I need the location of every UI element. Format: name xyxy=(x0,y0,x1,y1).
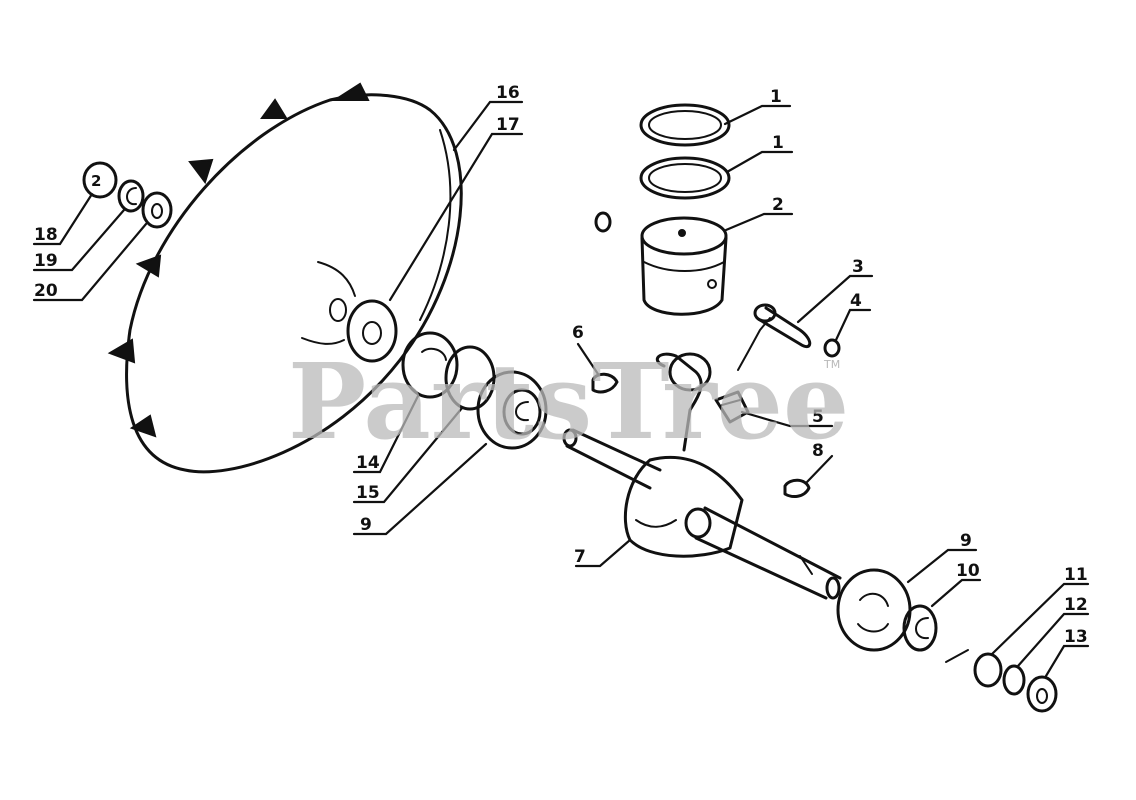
callout-20: 20 xyxy=(34,281,58,301)
callout-13: 13 xyxy=(1064,627,1088,647)
callout-3: 3 xyxy=(852,257,864,277)
right-bearing xyxy=(836,568,969,663)
callout-8: 8 xyxy=(812,441,824,461)
callout-12: 12 xyxy=(1064,595,1088,615)
callout-9-left: 9 xyxy=(360,515,372,535)
callout-14: 14 xyxy=(356,453,380,473)
callout-11: 11 xyxy=(1064,565,1088,585)
watermark-trademark: TM xyxy=(823,358,840,371)
piston-assembly xyxy=(594,103,731,316)
svg-text:2: 2 xyxy=(91,172,101,190)
callout-1b: 1 xyxy=(772,133,784,153)
keys xyxy=(591,372,811,498)
right-nut-washers xyxy=(973,652,1058,713)
flywheel xyxy=(107,82,463,474)
callout-18: 18 xyxy=(34,225,58,245)
callout-19: 19 xyxy=(34,251,58,271)
watermark: PartsTree TM xyxy=(288,340,849,463)
wrist-pin xyxy=(714,303,841,424)
callout-1a: 1 xyxy=(770,87,782,107)
callout-17: 17 xyxy=(496,115,520,135)
callout-4: 4 xyxy=(850,291,862,311)
callout-7: 7 xyxy=(574,547,586,567)
callout-5: 5 xyxy=(812,407,824,427)
callout-16: 16 xyxy=(496,83,520,103)
leader-lines xyxy=(32,100,1090,678)
flywheel-nut-washers: 2 xyxy=(82,161,173,229)
watermark-text: PartsTree xyxy=(288,340,849,463)
left-bearings xyxy=(401,331,548,450)
callout-labels: 1 1 2 3 4 5 6 7 8 9 10 11 12 13 14 15 16… xyxy=(34,83,1088,647)
callout-9-right: 9 xyxy=(960,531,972,551)
crankshaft xyxy=(562,352,842,600)
callout-15: 15 xyxy=(356,483,380,503)
callout-2: 2 xyxy=(772,195,784,215)
callout-10: 10 xyxy=(956,561,980,581)
callout-6: 6 xyxy=(572,323,584,343)
